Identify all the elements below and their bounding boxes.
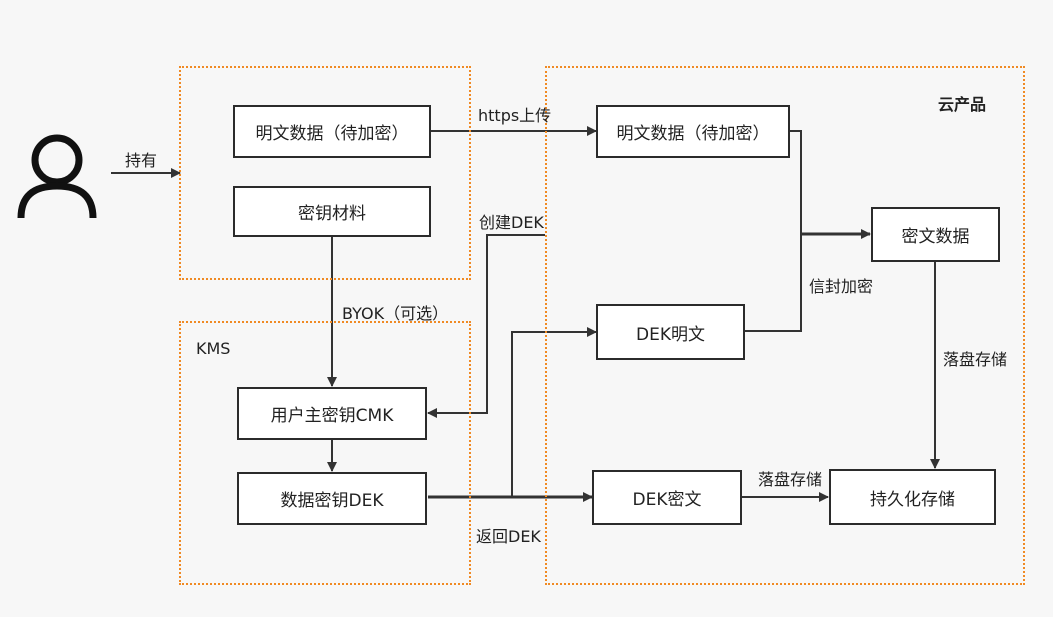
kms-title: KMS <box>196 339 231 358</box>
plaintext-to-cipher-line <box>790 130 802 234</box>
persistent-storage-box: 持久化存储 <box>829 469 996 525</box>
user-zone <box>179 66 471 280</box>
dek-plain-to-cipher-line <box>745 234 802 332</box>
dek-cipher-box: DEK密文 <box>592 470 742 525</box>
return-dek-arrow <box>511 327 597 497</box>
cloud-product-zone <box>545 66 1025 585</box>
create-dek-label: 创建DEK <box>479 213 544 232</box>
plaintext-data-box-right: 明文数据（待加密） <box>596 105 790 158</box>
key-material-box: 密钥材料 <box>233 186 431 237</box>
hold-label: 持有 <box>125 151 158 170</box>
ciphertext-data-box: 密文数据 <box>871 207 1000 262</box>
return-dek-label: 返回DEK <box>476 527 541 546</box>
byok-label: BYOK（可选） <box>342 304 449 323</box>
disk-store-bottom-label: 落盘存储 <box>758 470 823 489</box>
cmk-box: 用户主密钥CMK <box>237 387 427 440</box>
dek-plain-box: DEK明文 <box>596 304 745 360</box>
user-icon <box>17 134 97 219</box>
envelope-encrypt-label: 信封加密 <box>809 277 874 296</box>
disk-store-right-label: 落盘存储 <box>943 350 1008 369</box>
kms-zone <box>179 321 471 585</box>
create-dek-arrow <box>427 234 545 418</box>
plaintext-data-box-left: 明文数据（待加密） <box>233 105 431 158</box>
cloud-product-title: 云产品 <box>938 95 987 114</box>
https-upload-label: https上传 <box>478 106 552 125</box>
dek-box: 数据密钥DEK <box>237 472 427 525</box>
